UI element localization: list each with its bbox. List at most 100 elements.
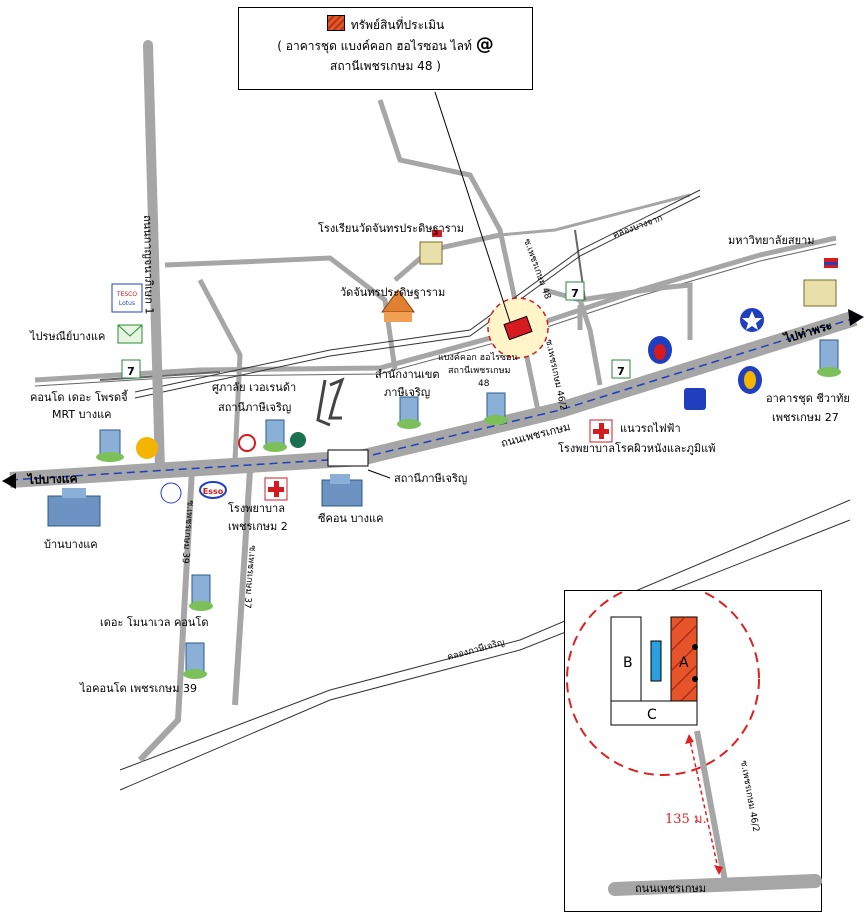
label-temple: วัดจันทรประดิษฐาราม [340, 286, 445, 299]
building-icon [189, 574, 213, 611]
label-seacon-1: ศูภาลัย เวอเรนด้า [212, 381, 296, 394]
canal-bang-chuak [134, 195, 701, 399]
label-skin-hospital: โรงพยาบาลโรคผิวหนังและภูมิแพ้ [558, 441, 715, 455]
bts-line [9, 317, 856, 481]
inset-road-label: ถนนเพชรเกษม [635, 882, 706, 895]
svg-text:TESCO: TESCO [116, 291, 137, 298]
label-monaco: เดอะ โมนาเวล คอนโด [100, 615, 208, 629]
legend-line-3: สถานีเพชรเกษม 48 ) [330, 59, 441, 73]
label-icondo: ไอคอนโด เพชรเกษม 39 [79, 681, 197, 695]
minor-road [499, 193, 691, 237]
university-icon [803, 258, 838, 307]
minor-road [197, 278, 243, 461]
building-icon [263, 419, 287, 452]
building-icon [817, 339, 841, 377]
canal-bang-chuak [134, 189, 701, 393]
label-hospital-2-1: โรงพยาบาล [228, 501, 285, 515]
arrow-west-icon [2, 473, 16, 489]
inset-soi-road [694, 730, 728, 882]
seven-eleven-icon: 7 [565, 281, 585, 301]
inset-svg: B A C 135 ม. ซ.เพชรเกษม 46/2 ถนนเพชรเกษม [566, 582, 822, 896]
bank-logo-icon [684, 388, 706, 410]
inset-distance: 135 ม. [665, 812, 707, 827]
label-school: โรงเรียนวัดจันทรประดิษฐาราม [318, 221, 464, 235]
legend-line-2: ( อาคารชุด แบงค์คอก ฮอไรซอน ไลท์ [277, 39, 472, 53]
label-road-soi-48: ซ.เพชรเกษม 48 [521, 238, 552, 301]
inset-map: B A C 135 ม. ซ.เพชรเกษม 46/2 ถนนเพชรเกษม [564, 582, 822, 912]
district-office-icon [316, 379, 331, 427]
building-c [610, 700, 698, 726]
seven-label: 7 [617, 365, 625, 378]
label-condo-mrt-2: MRT บางแค [52, 408, 112, 421]
label-canal-bang-chuak: คลองบางจาก [612, 214, 665, 241]
legend: ทรัพย์สินที่ประเมิน ( อาคารชุด แบงค์คอก … [238, 7, 533, 90]
hospital-icon [589, 419, 613, 443]
label-canal-phasi: คลองภาษีเจริญ [446, 637, 506, 663]
station-leader [367, 469, 391, 479]
station-box [327, 449, 369, 467]
post-icon [117, 324, 143, 344]
label-condo-27-2: เพชรเกษม 27 [772, 411, 839, 424]
building-a-hatch [670, 664, 698, 692]
building-icon [183, 642, 207, 679]
label-post: ไปรษณีย์บางแค [29, 330, 105, 343]
mall-icon [321, 474, 363, 507]
legend-title: ทรัพย์สินที่ประเมิน [239, 15, 532, 35]
property-marker [503, 315, 533, 341]
inset-soi-label: ซ.เพชรเกษม 46/2 [738, 760, 760, 833]
inset-arrow-down-icon [714, 865, 723, 875]
inset-distance-line [688, 735, 720, 874]
label-road-soi-46-2: ซ.เพชรเกษม 46/2 [543, 339, 568, 412]
pool-icon [650, 640, 662, 682]
property-swatch-icon [326, 15, 345, 31]
seven-eleven-icon: 7 [121, 359, 141, 379]
legend-line-2-row: ( อาคารชุด แบงค์คอก ฮอไรซอน ไลท์ @ [239, 35, 532, 56]
building-b [610, 616, 642, 702]
label-bts-line: แนวรถไฟฟ้า [620, 422, 681, 435]
star-icon [742, 311, 762, 330]
seven-label: 7 [127, 365, 135, 378]
toyota-logo-icon [238, 434, 256, 452]
road-kanchanaphisek [143, 40, 165, 475]
building-icon [96, 429, 124, 462]
school-icon [419, 230, 443, 265]
label-district-1: สำนักงานเขต [375, 368, 440, 381]
label-district-2: ภาษีเจริญ [384, 386, 430, 399]
label-direction-west: ไปบางแค [26, 470, 78, 487]
temple-icon [381, 289, 415, 322]
mall-icon [47, 488, 101, 527]
label-condo-27-1: อาคารชุด ชีวาทัย [766, 392, 850, 405]
building-a-hatch [680, 684, 698, 702]
esso-label: Esso [203, 487, 224, 496]
label-hospital-2-2: เพชรเกษม 2 [228, 520, 288, 533]
building-a-hatch [670, 624, 698, 652]
label-station: สถานีภาษีเจริญ [394, 472, 467, 485]
building-icon [397, 396, 421, 429]
label-property-2: สถานีเพชรเกษม [448, 365, 511, 376]
seven-label: 7 [571, 287, 579, 300]
canal-phasi [119, 519, 851, 791]
label-seacon-2: สถานีภาษีเจริญ [218, 401, 291, 414]
inset-radius-circle [566, 582, 760, 776]
label-ban-bangkae: บ้านบางแค [44, 538, 98, 551]
label-siam-uni: มหาวิทยาลัยสยาม [728, 234, 815, 247]
bank-logo-icon [290, 432, 306, 448]
bank-logo-icon [136, 437, 158, 459]
bank-logo-icon [744, 371, 756, 389]
inset-label-a: A [679, 655, 689, 671]
label-road-soi-39: ซ.เพชรเกษม 39 [179, 500, 195, 565]
inset-label-b: B [623, 655, 633, 671]
arrow-east-icon [848, 309, 864, 326]
label-road-kanchanaphisek: ถนนกาญจนาภิเษก 1 [141, 215, 156, 315]
building-a-hatch [670, 644, 698, 672]
legend-line-1: ทรัพย์สินที่ประเมิน [350, 18, 445, 32]
esso-logo-icon [199, 481, 227, 499]
district-office-icon [328, 377, 345, 420]
entrance-dot [692, 644, 698, 650]
hospital-icon [264, 477, 288, 501]
ptt-logo-icon [654, 344, 666, 360]
leader-line [434, 91, 511, 323]
bank-logo-icon [160, 482, 182, 504]
